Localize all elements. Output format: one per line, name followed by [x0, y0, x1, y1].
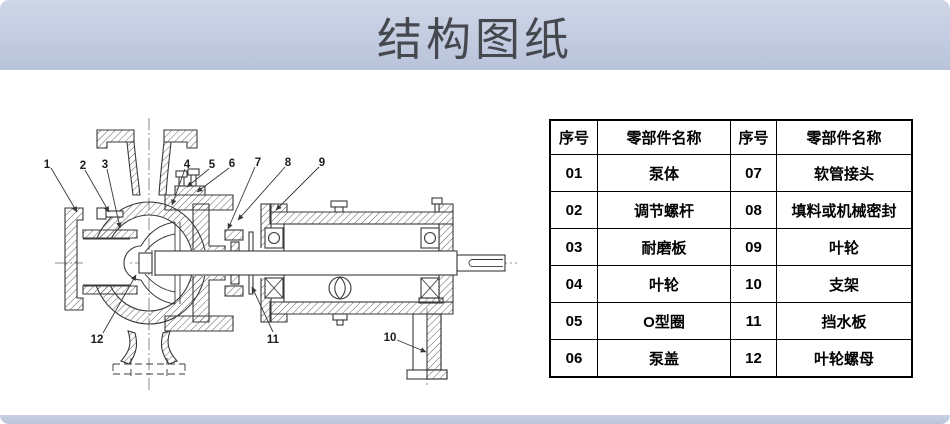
part-label-4: 4	[184, 159, 191, 171]
part-label-6: 6	[229, 158, 235, 170]
adjusting-screw	[96, 207, 107, 220]
table-row: 02 调节螺杆 08 填料或机械密封	[549, 191, 913, 229]
part-name-cell: 叶轮螺母	[776, 339, 913, 378]
part-label-9: 9	[319, 157, 325, 169]
part-number-cell: 02	[549, 191, 598, 229]
column-header-name-left: 零部件名称	[597, 119, 731, 155]
table-row: 03 耐磨板 09 叶轮	[549, 228, 913, 266]
column-header-no-right: 序号	[730, 119, 777, 155]
shaft	[154, 250, 506, 276]
part-number-cell: 01	[549, 154, 598, 192]
title-banner: 结构图纸	[0, 0, 950, 70]
part-name-cell: 挡水板	[776, 302, 913, 340]
part-labels: 1 2 3 4 5 6 7 8 9 10 11 12	[44, 157, 397, 346]
table-row: 01 泵体 07 软管接头	[549, 154, 913, 192]
drawing-body	[64, 129, 506, 380]
support-foot	[406, 313, 448, 380]
part-label-12: 12	[91, 334, 104, 346]
pump-structure-diagram: 1 2 3 4 5 6 7 8 9 10 11 12	[44, 118, 517, 390]
part-label-5: 5	[209, 159, 216, 171]
part-number-cell: 07	[730, 154, 777, 192]
discharge-flange	[96, 129, 135, 149]
part-number-cell: 11	[730, 302, 777, 340]
part-number-cell: 08	[730, 191, 777, 229]
table-row: 04 叶轮 10 支架	[549, 265, 913, 303]
part-label-1: 1	[44, 159, 51, 171]
ball-bearing-right	[418, 227, 444, 304]
leader-lines	[50, 166, 427, 353]
bottom-banner	[0, 415, 950, 424]
part-number-cell: 09	[730, 228, 777, 266]
column-header-no-left: 序号	[549, 119, 598, 155]
parts-table: 序号 零部件名称 序号 零部件名称 01 泵体 07 软管接头 02 调节螺杆 …	[549, 119, 913, 378]
part-label-2: 2	[80, 160, 86, 172]
suction-flange	[64, 207, 84, 311]
table-header-row: 序号 零部件名称 序号 零部件名称	[549, 119, 913, 155]
part-number-cell: 04	[549, 265, 598, 303]
part-name-cell: 耐磨板	[597, 228, 731, 266]
part-number-cell: 12	[730, 339, 777, 378]
part-label-10: 10	[384, 332, 397, 344]
part-number-cell: 05	[549, 302, 598, 340]
part-label-7: 7	[255, 157, 261, 169]
part-name-cell: 软管接头	[776, 154, 913, 192]
part-name-cell: 支架	[776, 265, 913, 303]
part-name-cell: 叶轮	[597, 265, 731, 303]
part-name-cell: O型圈	[597, 302, 731, 340]
part-name-cell: 泵盖	[597, 339, 731, 378]
seal-gland	[224, 229, 244, 241]
part-label-8: 8	[285, 157, 292, 169]
part-number-cell: 10	[730, 265, 777, 303]
impeller	[140, 221, 176, 305]
part-number-cell: 03	[549, 228, 598, 266]
part-label-3: 3	[102, 159, 108, 171]
part-name-cell: 调节螺杆	[597, 191, 731, 229]
part-name-cell: 叶轮	[776, 228, 913, 266]
part-number-cell: 06	[549, 339, 598, 378]
table-row: 06 泵盖 12 叶轮螺母	[549, 339, 913, 378]
column-header-name-right: 零部件名称	[776, 119, 913, 155]
table-row: 05 O型圈 11 挡水板	[549, 302, 913, 340]
page-title: 结构图纸	[376, 13, 573, 65]
ball-bearing-left	[264, 227, 284, 299]
part-name-cell: 泵体	[597, 154, 731, 192]
part-label-11: 11	[267, 334, 280, 346]
packing-seal	[230, 241, 240, 252]
part-name-cell: 填料或机械密封	[776, 191, 913, 229]
